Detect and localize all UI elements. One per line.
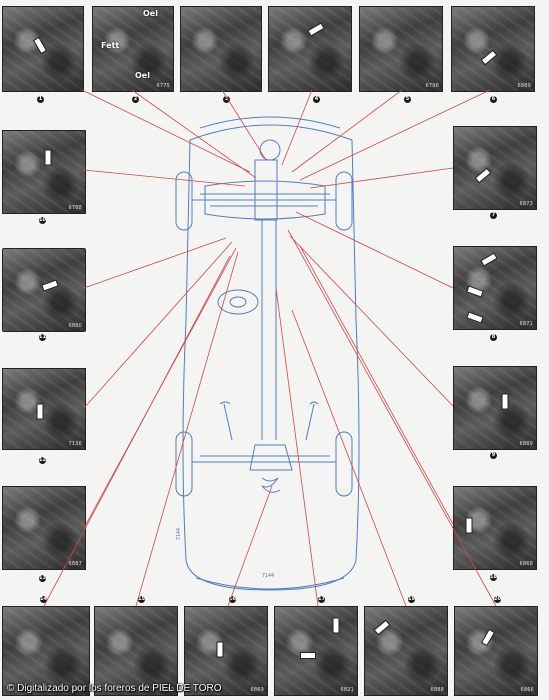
- front-left-wheel: [175, 171, 193, 231]
- photo-17: 6821: [274, 606, 358, 696]
- fett-tag: Fett: [101, 41, 120, 50]
- badge-17: 17: [318, 596, 325, 603]
- badge-10: 10: [39, 217, 46, 224]
- left-trailing-arm: [219, 401, 233, 441]
- leader-line: [299, 245, 454, 525]
- front-bumper: [199, 116, 341, 129]
- badge-3: 3: [223, 96, 230, 103]
- scan-credit-caption: © Digitalizado por los foreros de PIEL D…: [7, 683, 222, 694]
- photo-11: 6880: [2, 248, 86, 332]
- photo-8: 6871: [453, 246, 537, 330]
- steering-box: [254, 159, 278, 221]
- photo-2: Oel Fett Oel 6775: [92, 6, 174, 92]
- badge-4: 4: [313, 96, 320, 103]
- front-crossmember: [204, 180, 326, 220]
- photo-18: 6868: [453, 486, 537, 570]
- right-trailing-arm: [305, 401, 319, 441]
- leader-line: [227, 485, 273, 607]
- leader-line: [135, 251, 239, 607]
- badge-20: 20: [494, 596, 501, 603]
- photo-7: 6873: [453, 126, 537, 210]
- leader-line: [295, 211, 454, 289]
- leader-line: [83, 237, 227, 289]
- body-outline: [182, 124, 360, 591]
- badge-1: 1: [37, 96, 44, 103]
- sheet-code-bottom: 7144: [262, 573, 274, 579]
- badge-12: 12: [39, 457, 46, 464]
- badge-2: 2: [132, 96, 139, 103]
- badge-7: 7: [490, 212, 497, 219]
- badge-15: 15: [138, 596, 145, 603]
- photo-3: [180, 6, 262, 92]
- leader-line: [81, 89, 251, 173]
- master-cylinder: [259, 139, 281, 161]
- rear-axle: [192, 455, 336, 463]
- photo-5: 6798: [359, 6, 443, 92]
- oel-tag-bottom: Oel: [135, 71, 150, 80]
- leader-line: [131, 89, 257, 179]
- oel-tag-top: Oel: [143, 9, 158, 18]
- badge-13: 13: [39, 575, 46, 582]
- badge-5: 5: [404, 96, 411, 103]
- leader-line: [281, 89, 313, 166]
- leader-line: [299, 89, 491, 181]
- leader-line: [83, 241, 233, 409]
- leader-line: [83, 169, 246, 187]
- leader-line: [43, 255, 231, 607]
- photo-15: 6780: [94, 606, 178, 696]
- sheet-code-left: 7144: [176, 528, 182, 540]
- badge-11: 11: [39, 334, 46, 341]
- badge-9: 9: [490, 452, 497, 459]
- badge-18: 18: [490, 574, 497, 581]
- leader-line: [289, 235, 454, 407]
- photo-10: 6788: [2, 130, 86, 214]
- photo-14: 6874: [2, 606, 90, 696]
- leader-line: [309, 167, 454, 189]
- photo-16: 6869: [184, 606, 268, 696]
- rear-bumper: [195, 577, 345, 590]
- photo-4: [268, 6, 352, 92]
- badge-6: 6: [490, 96, 497, 103]
- leader-line: [287, 229, 497, 607]
- front-axle: [192, 193, 336, 207]
- spare-wheel-hub: [229, 296, 247, 308]
- badge-14: 14: [40, 596, 47, 603]
- rear-left-wheel: [175, 431, 193, 497]
- badge-16: 16: [229, 596, 236, 603]
- photo-1: [2, 6, 84, 92]
- photo-20: 6866: [454, 606, 538, 696]
- leader-line: [221, 89, 267, 161]
- central-tunnel: [261, 220, 277, 440]
- rear-differential: [249, 444, 293, 471]
- badge-19: 19: [408, 596, 415, 603]
- rear-right-wheel: [335, 431, 353, 497]
- leader-line: [291, 89, 403, 173]
- badge-8: 8: [490, 334, 497, 341]
- pointer-arrow-icon: [301, 653, 315, 658]
- leader-line: [275, 287, 319, 607]
- front-right-wheel: [335, 171, 353, 231]
- photo-12: 7136: [2, 368, 86, 450]
- exhaust-coil: [261, 477, 281, 493]
- leader-line: [291, 309, 407, 607]
- spare-wheel: [217, 289, 259, 315]
- photo-13: 6887: [2, 486, 86, 570]
- photo-19: 6888: [364, 606, 448, 696]
- photo-9: 6889: [453, 366, 537, 450]
- photo-6: 6889: [451, 6, 535, 92]
